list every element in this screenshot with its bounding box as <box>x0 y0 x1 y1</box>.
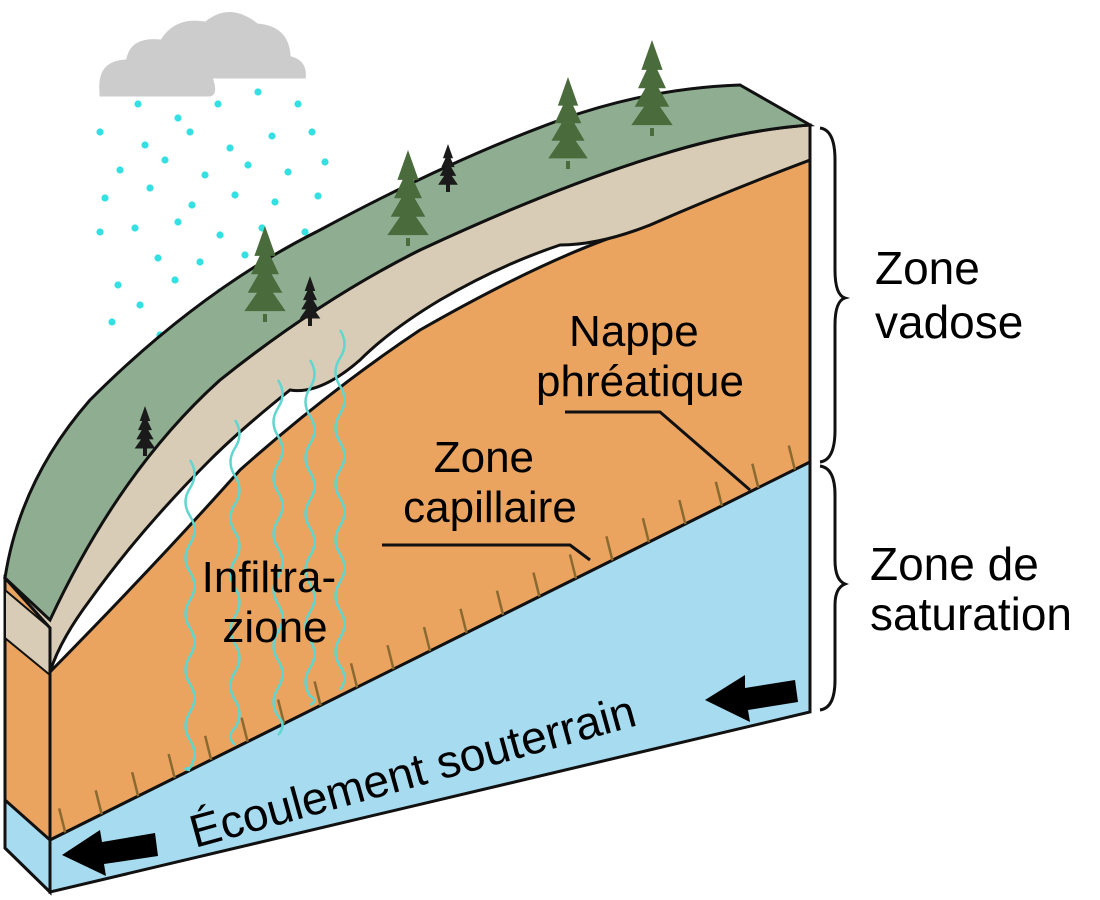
conifer-tree-icon <box>387 150 429 246</box>
rain-drop <box>301 228 309 236</box>
rain-drop <box>146 184 154 192</box>
nappe-phreatique-label: Nappe phréatique <box>536 307 744 406</box>
capillaire-leader-line <box>382 543 591 562</box>
infiltration-label: Infiltra- zione <box>202 553 349 652</box>
rain-drop <box>314 192 322 200</box>
rain-drop <box>216 231 224 239</box>
capillary-tick <box>678 499 687 525</box>
rain-drop <box>231 191 239 199</box>
infiltration-line <box>334 329 346 691</box>
cloud-icon <box>96 9 309 100</box>
capillary-tick <box>167 753 176 779</box>
capillary-tick <box>459 608 468 634</box>
rain-drop <box>101 194 109 202</box>
block-front-face <box>3 574 52 896</box>
capillary-tick <box>422 626 432 652</box>
arrow-left-icon <box>705 675 798 722</box>
saturated-zone-layer <box>48 459 812 894</box>
conifer-tree-icon <box>438 144 458 192</box>
infiltration-line <box>272 379 284 736</box>
rain-drop <box>241 251 249 259</box>
zone-vadose-label: Zone vadose <box>875 242 1023 348</box>
infiltration-line <box>184 459 196 772</box>
capillary-tick <box>751 463 760 489</box>
rain-drop <box>284 168 292 176</box>
rain-drop <box>321 158 329 166</box>
rain-drop <box>136 301 144 309</box>
rain-drop <box>116 166 124 174</box>
trees <box>134 40 673 456</box>
conifer-tree-icon <box>244 226 286 322</box>
capillary-tick <box>605 535 614 561</box>
arrow-left-icon <box>62 830 158 876</box>
rain-drop <box>108 318 116 326</box>
conifer-tree-icon <box>548 77 588 169</box>
capillary-tick <box>203 735 213 761</box>
rain-drop <box>114 281 122 289</box>
capillary-tick <box>57 808 67 833</box>
rain-drop <box>174 114 182 122</box>
rain-drop <box>201 171 209 179</box>
rain-drop <box>141 141 149 149</box>
rain-drop <box>244 161 252 169</box>
conifer-tree-icon <box>299 276 321 326</box>
rain-drop <box>254 88 262 96</box>
zone-saturation-label: Zone de saturation <box>870 538 1072 640</box>
bracket-vadose <box>819 126 851 464</box>
capillary-tick <box>313 681 322 706</box>
rain-drop <box>226 144 234 152</box>
rain-drop <box>131 224 139 232</box>
capillary-tick <box>568 554 578 579</box>
capillary-tick <box>495 590 505 616</box>
rain-drop <box>174 218 182 226</box>
conifer-tree-icon <box>134 406 156 456</box>
infiltration-line <box>304 359 316 707</box>
capillary-tick <box>240 717 249 743</box>
capillary-tick <box>787 445 797 470</box>
rain-drop <box>96 128 104 136</box>
rain-drop <box>154 254 162 262</box>
capillary-tick <box>130 771 140 797</box>
capillary-fringe-ticks <box>57 445 797 833</box>
capillary-tick <box>386 644 395 670</box>
rain-drop <box>271 198 279 206</box>
rain-drop <box>186 128 194 136</box>
capillary-tick <box>276 699 286 724</box>
rain-drop <box>308 128 316 136</box>
conifer-tree-icon <box>631 40 673 136</box>
rain-drop <box>161 156 169 164</box>
rain-drop <box>171 276 179 284</box>
zone-capillaire-label: Zone capillaire <box>403 433 577 532</box>
infiltration-line <box>229 419 241 746</box>
bracket-saturation <box>819 464 850 712</box>
nappe-leader-line <box>565 410 751 492</box>
rain-drop <box>134 100 142 108</box>
capillary-tick <box>532 572 541 597</box>
rain-drop <box>268 132 276 140</box>
rain-drop <box>188 201 196 209</box>
rain-drop <box>294 100 302 108</box>
capillary-tick <box>349 662 359 688</box>
rain-drop <box>214 100 222 108</box>
rain-drop <box>196 258 204 266</box>
capillary-tick <box>714 481 724 507</box>
capillary-tick <box>94 789 103 815</box>
capillary-tick <box>641 517 651 543</box>
rain-drop <box>96 228 104 236</box>
infiltration-flow-lines <box>184 329 346 772</box>
